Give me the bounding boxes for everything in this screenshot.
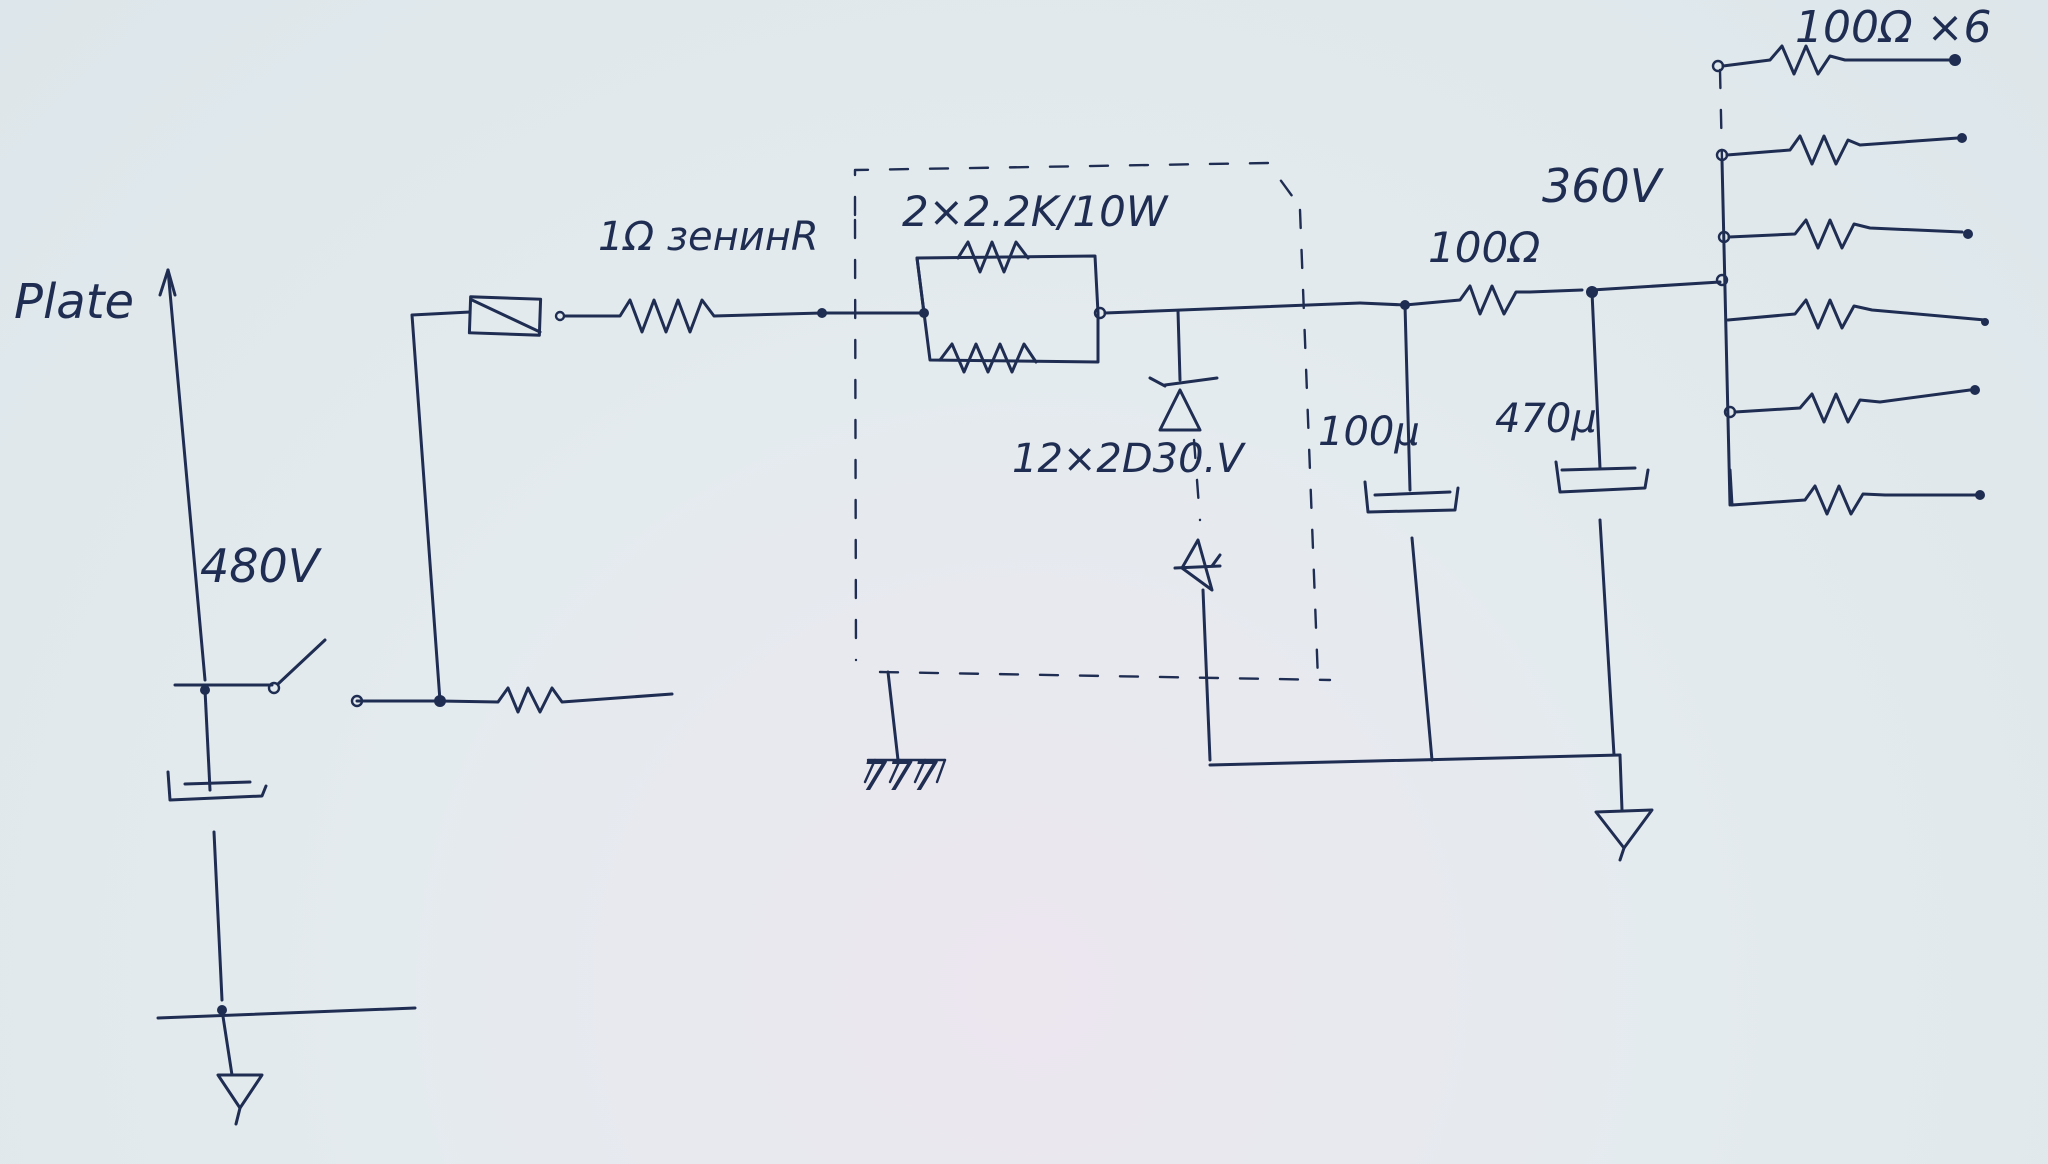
label-360v: 360V [1542,159,1665,213]
label-resistor-pair: 2×2.2K/10W [902,187,1169,236]
resistor-pair-2x2k2 [820,240,1107,374]
label-480v: 480V [200,539,323,593]
zener-stack [1148,376,1222,762]
label-resistor-100ohm: 100Ω [1428,223,1540,272]
label-plate: Plate [14,274,134,330]
ground-bus-left [156,1005,417,1077]
main-bus [1103,300,1410,382]
capacitor-100u [1363,303,1460,762]
label-zener-stack: 12×2D30.V [1012,436,1246,482]
plate-capacitor [166,688,268,1002]
label-chassis: 777 [862,754,939,800]
ground-bus-right [1208,753,1654,862]
label-resistor-array: 100Ω ×6 [1795,2,1991,53]
input-branch [355,310,674,714]
ground-symbol-left [216,1073,264,1126]
resistor-1ohm [563,298,827,334]
resistor-100ohm [1403,284,1598,316]
heatsink-enclosure [853,161,1332,784]
capacitor-470u [1554,290,1650,757]
label-capacitor-470u: 470µ [1495,396,1597,442]
plate-rail [158,268,207,682]
label-capacitor-100u: 100µ [1318,409,1420,455]
label-resistor-1ohm: 1Ω зенинR [598,214,819,260]
resistor-array-6x [1711,44,1989,516]
fuse [467,295,566,337]
rail-360v [1590,68,1732,507]
